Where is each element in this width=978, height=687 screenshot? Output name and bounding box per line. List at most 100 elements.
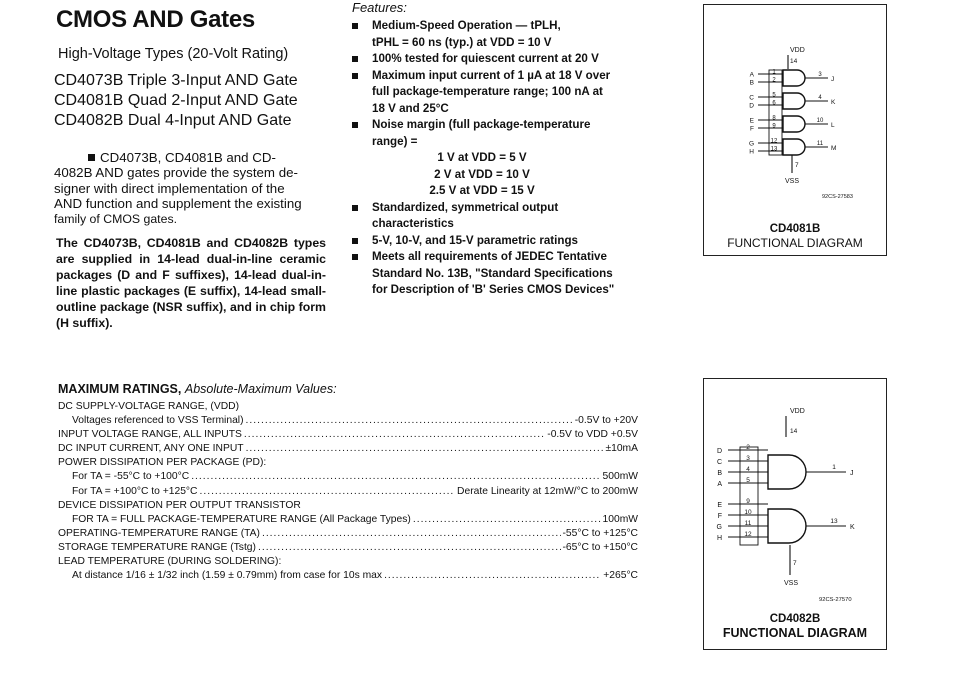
pin-number: 5 xyxy=(746,477,750,484)
part-line-cd4073b: CD4073B Triple 3-Input AND Gate xyxy=(54,72,298,89)
pin-number: 3 xyxy=(818,72,822,78)
feature-line: 1 V at VDD = 5 V xyxy=(437,151,527,164)
diagram-caption-part: CD4082B xyxy=(769,613,821,625)
features-list: Features: Medium-Speed Operation — tPLH,… xyxy=(352,0,652,299)
drawing-code: 92CS-27583 xyxy=(822,194,853,200)
leader-dots xyxy=(191,470,600,484)
input-name: A xyxy=(750,72,755,79)
rating-value: Derate Linearity at 12mW/°C to 200mW xyxy=(457,485,638,497)
rating-row: POWER DISSIPATION PER PACKAGE (PD): xyxy=(58,456,638,470)
leader-dots xyxy=(199,485,455,499)
rating-row: DEVICE DISSIPATION PER OUTPUT TRANSISTOR xyxy=(58,499,638,513)
rating-label: For TA = -55°C to +100°C xyxy=(72,471,190,483)
and-gate-symbol xyxy=(782,92,806,110)
leader-dots xyxy=(244,428,545,442)
rating-row: STORAGE TEMPERATURE RANGE (Tstg)-65°C to… xyxy=(58,541,638,555)
pin-number: 5 xyxy=(772,92,776,98)
intro-paragraph: CD4073B, CD4081B and CD- 4082B AND gates… xyxy=(54,150,326,227)
pin-number: 11 xyxy=(745,520,752,527)
part-line-cd4082b: CD4082B Dual 4-Input AND Gate xyxy=(54,112,292,129)
intro-line: family of CMOS gates. xyxy=(54,211,178,226)
pin-number: 14 xyxy=(790,58,798,65)
feature-item: Medium-Speed Operation — tPLH,tPHL = 60 … xyxy=(352,18,652,51)
bullet-icon xyxy=(352,254,358,260)
feature-line: Standard No. 13B, "Standard Specificatio… xyxy=(372,266,613,280)
and-gate-symbol xyxy=(767,454,807,490)
rating-label: DC SUPPLY-VOLTAGE RANGE, (VDD) xyxy=(58,401,239,412)
output-name: K xyxy=(831,99,836,106)
pin-number: 4 xyxy=(818,95,822,101)
pin-number: 4 xyxy=(746,466,750,473)
pin-box xyxy=(739,446,759,546)
feature-line: Noise margin (full package-temperature xyxy=(372,118,591,131)
feature-line: range) = xyxy=(372,134,418,148)
vss-label: VSS xyxy=(784,580,798,587)
maximum-ratings: MAXIMUM RATINGS, Absolute-Maximum Values… xyxy=(58,382,638,583)
bullet-icon xyxy=(352,204,358,211)
page-title: CMOS AND Gates xyxy=(56,6,255,33)
pin-box xyxy=(768,69,783,156)
rating-row: OPERATING-TEMPERATURE RANGE (TA)-55°C to… xyxy=(58,527,638,541)
input-name: E xyxy=(750,118,755,125)
feature-line: Medium-Speed Operation — tPLH, xyxy=(372,19,561,32)
bullet-icon xyxy=(352,56,358,62)
leader-dots xyxy=(413,513,601,527)
leader-dots xyxy=(246,414,573,428)
rating-value: -0.5V to VDD +0.5V xyxy=(547,429,638,441)
rating-label: DEVICE DISSIPATION PER OUTPUT TRANSISTOR xyxy=(58,499,301,511)
feature-line: for Description of 'B' Series CMOS Devic… xyxy=(372,283,615,296)
rating-label: INPUT VOLTAGE RANGE, ALL INPUTS xyxy=(58,429,242,441)
rating-label: Voltages referenced to VSS Terminal) xyxy=(72,415,244,427)
pin-number: 13 xyxy=(771,146,778,152)
output-name: K xyxy=(850,524,855,531)
pin-number: 7 xyxy=(793,560,797,567)
rating-label: POWER DISSIPATION PER PACKAGE (PD): xyxy=(58,457,267,469)
pin-number: 10 xyxy=(817,118,824,124)
pin-number: 13 xyxy=(830,518,838,525)
drawing-code: 92CS-27570 xyxy=(819,597,852,603)
input-name: H xyxy=(717,535,722,542)
input-name: H xyxy=(749,149,754,156)
rating-row: INPUT VOLTAGE RANGE, ALL INPUTS -0.5V to … xyxy=(58,428,638,442)
feature-line: characteristics xyxy=(372,217,454,230)
feature-line: 18 V and 25°C xyxy=(372,101,449,115)
rating-value: -0.5V to +20V xyxy=(574,415,638,427)
feature-item: Noise margin (full package-temperature ra… xyxy=(352,117,652,200)
intro-line: AND function and supplement the existing xyxy=(54,196,302,212)
bullet-icon xyxy=(352,237,358,244)
rating-value: -55°C to +125°C xyxy=(562,527,639,539)
pin-number: 1 xyxy=(772,69,776,75)
and-gate-symbol xyxy=(782,138,806,156)
pin-number: 7 xyxy=(795,162,799,169)
vss-label: VSS xyxy=(785,178,799,185)
feature-item: Maximum input current of 1 µA at 18 V ov… xyxy=(352,68,652,118)
and-gate-symbol xyxy=(782,115,806,133)
rating-row: DC INPUT CURRENT, ANY ONE INPUT±10mA xyxy=(58,442,638,456)
leader-dots xyxy=(258,541,561,555)
output-name: J xyxy=(850,470,854,477)
diagram-caption-title: FUNCTIONAL DIAGRAM xyxy=(722,626,868,640)
pin-number: 12 xyxy=(771,138,778,144)
feature-line: Standardized, symmetrical output xyxy=(372,200,559,214)
and-gate-symbol xyxy=(782,69,806,87)
output-name: L xyxy=(831,122,835,129)
rating-value: +265°C xyxy=(603,570,638,582)
leader-dots xyxy=(384,569,601,583)
pin-number: 2 xyxy=(746,444,750,451)
pin-number: 3 xyxy=(746,455,750,462)
bullet-icon xyxy=(88,154,95,161)
rating-row: DC SUPPLY-VOLTAGE RANGE, (VDD) xyxy=(58,400,638,414)
pin-number: 9 xyxy=(772,123,776,129)
intro-line: signer with direct implementation of the xyxy=(54,180,285,196)
pin-number: 12 xyxy=(744,531,752,538)
input-name: F xyxy=(750,126,754,133)
features-heading: Features: xyxy=(352,0,407,15)
diagram-caption-title: FUNCTIONAL DIAGRAM xyxy=(727,236,863,250)
input-name: A xyxy=(717,481,722,488)
vdd-label: VDD xyxy=(790,408,805,415)
vdd-label: VDD xyxy=(790,47,805,54)
packages-paragraph: The CD4073B, CD4081B and CD4082B types a… xyxy=(56,236,326,330)
